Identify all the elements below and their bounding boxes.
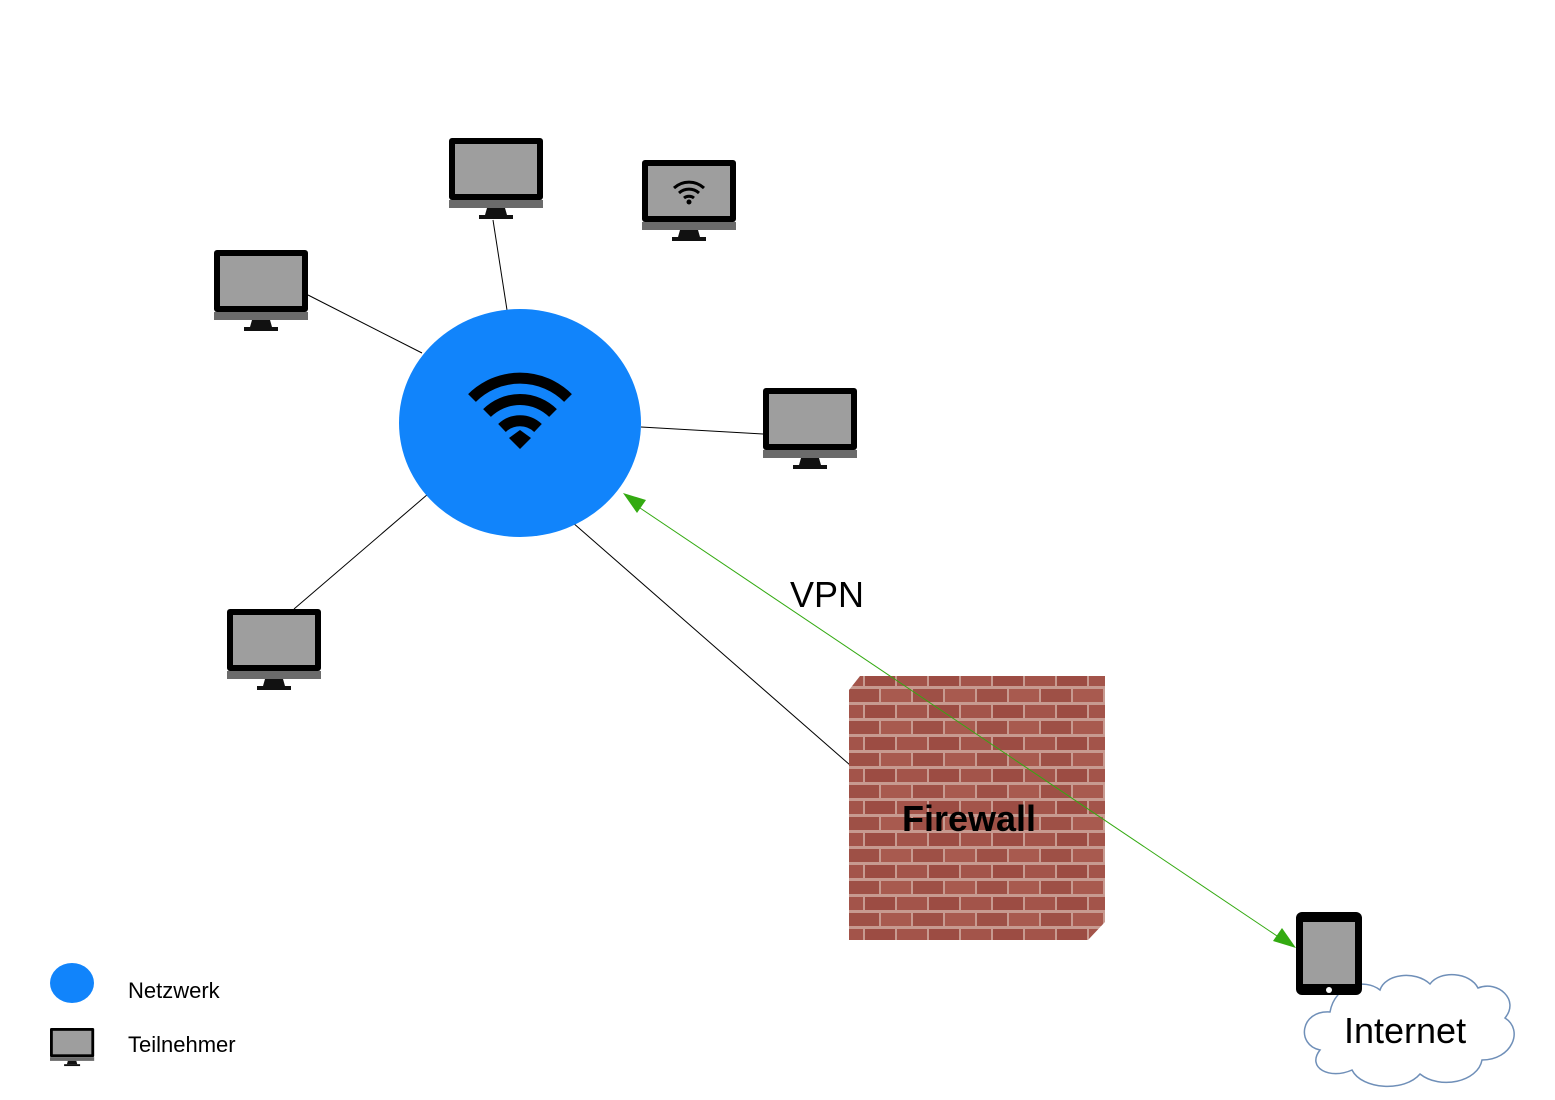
network-hub[interactable] [399,309,641,537]
monitor-icon[interactable] [642,160,736,241]
monitor-icon[interactable] [227,609,321,690]
vpn-label: VPN [790,574,865,615]
internet-label: Internet [1344,1010,1467,1051]
legend-network-marker [50,963,94,1003]
legend-monitor-icon [50,1028,95,1067]
firewall-label: Firewall [902,798,1037,839]
link-top [492,219,508,311]
cloud-icon[interactable] [1303,973,1515,1087]
tablet-icon[interactable] [1296,912,1362,995]
link-firewall [571,521,851,766]
legend-participant-label: Teilnehmer [128,1032,236,1057]
monitor-icon[interactable] [214,250,308,331]
link-lower-left [293,493,429,610]
brick-wall-icon[interactable] [849,676,1105,940]
link-upper-left [307,294,423,354]
monitor-icon[interactable] [449,138,543,219]
wifi-icon [468,372,572,449]
link-right [640,426,764,435]
wifi-icon [672,180,706,205]
vpn-link [623,493,1296,948]
legend-network-label: Netzwerk [128,978,220,1003]
monitor-icon[interactable] [763,388,857,469]
